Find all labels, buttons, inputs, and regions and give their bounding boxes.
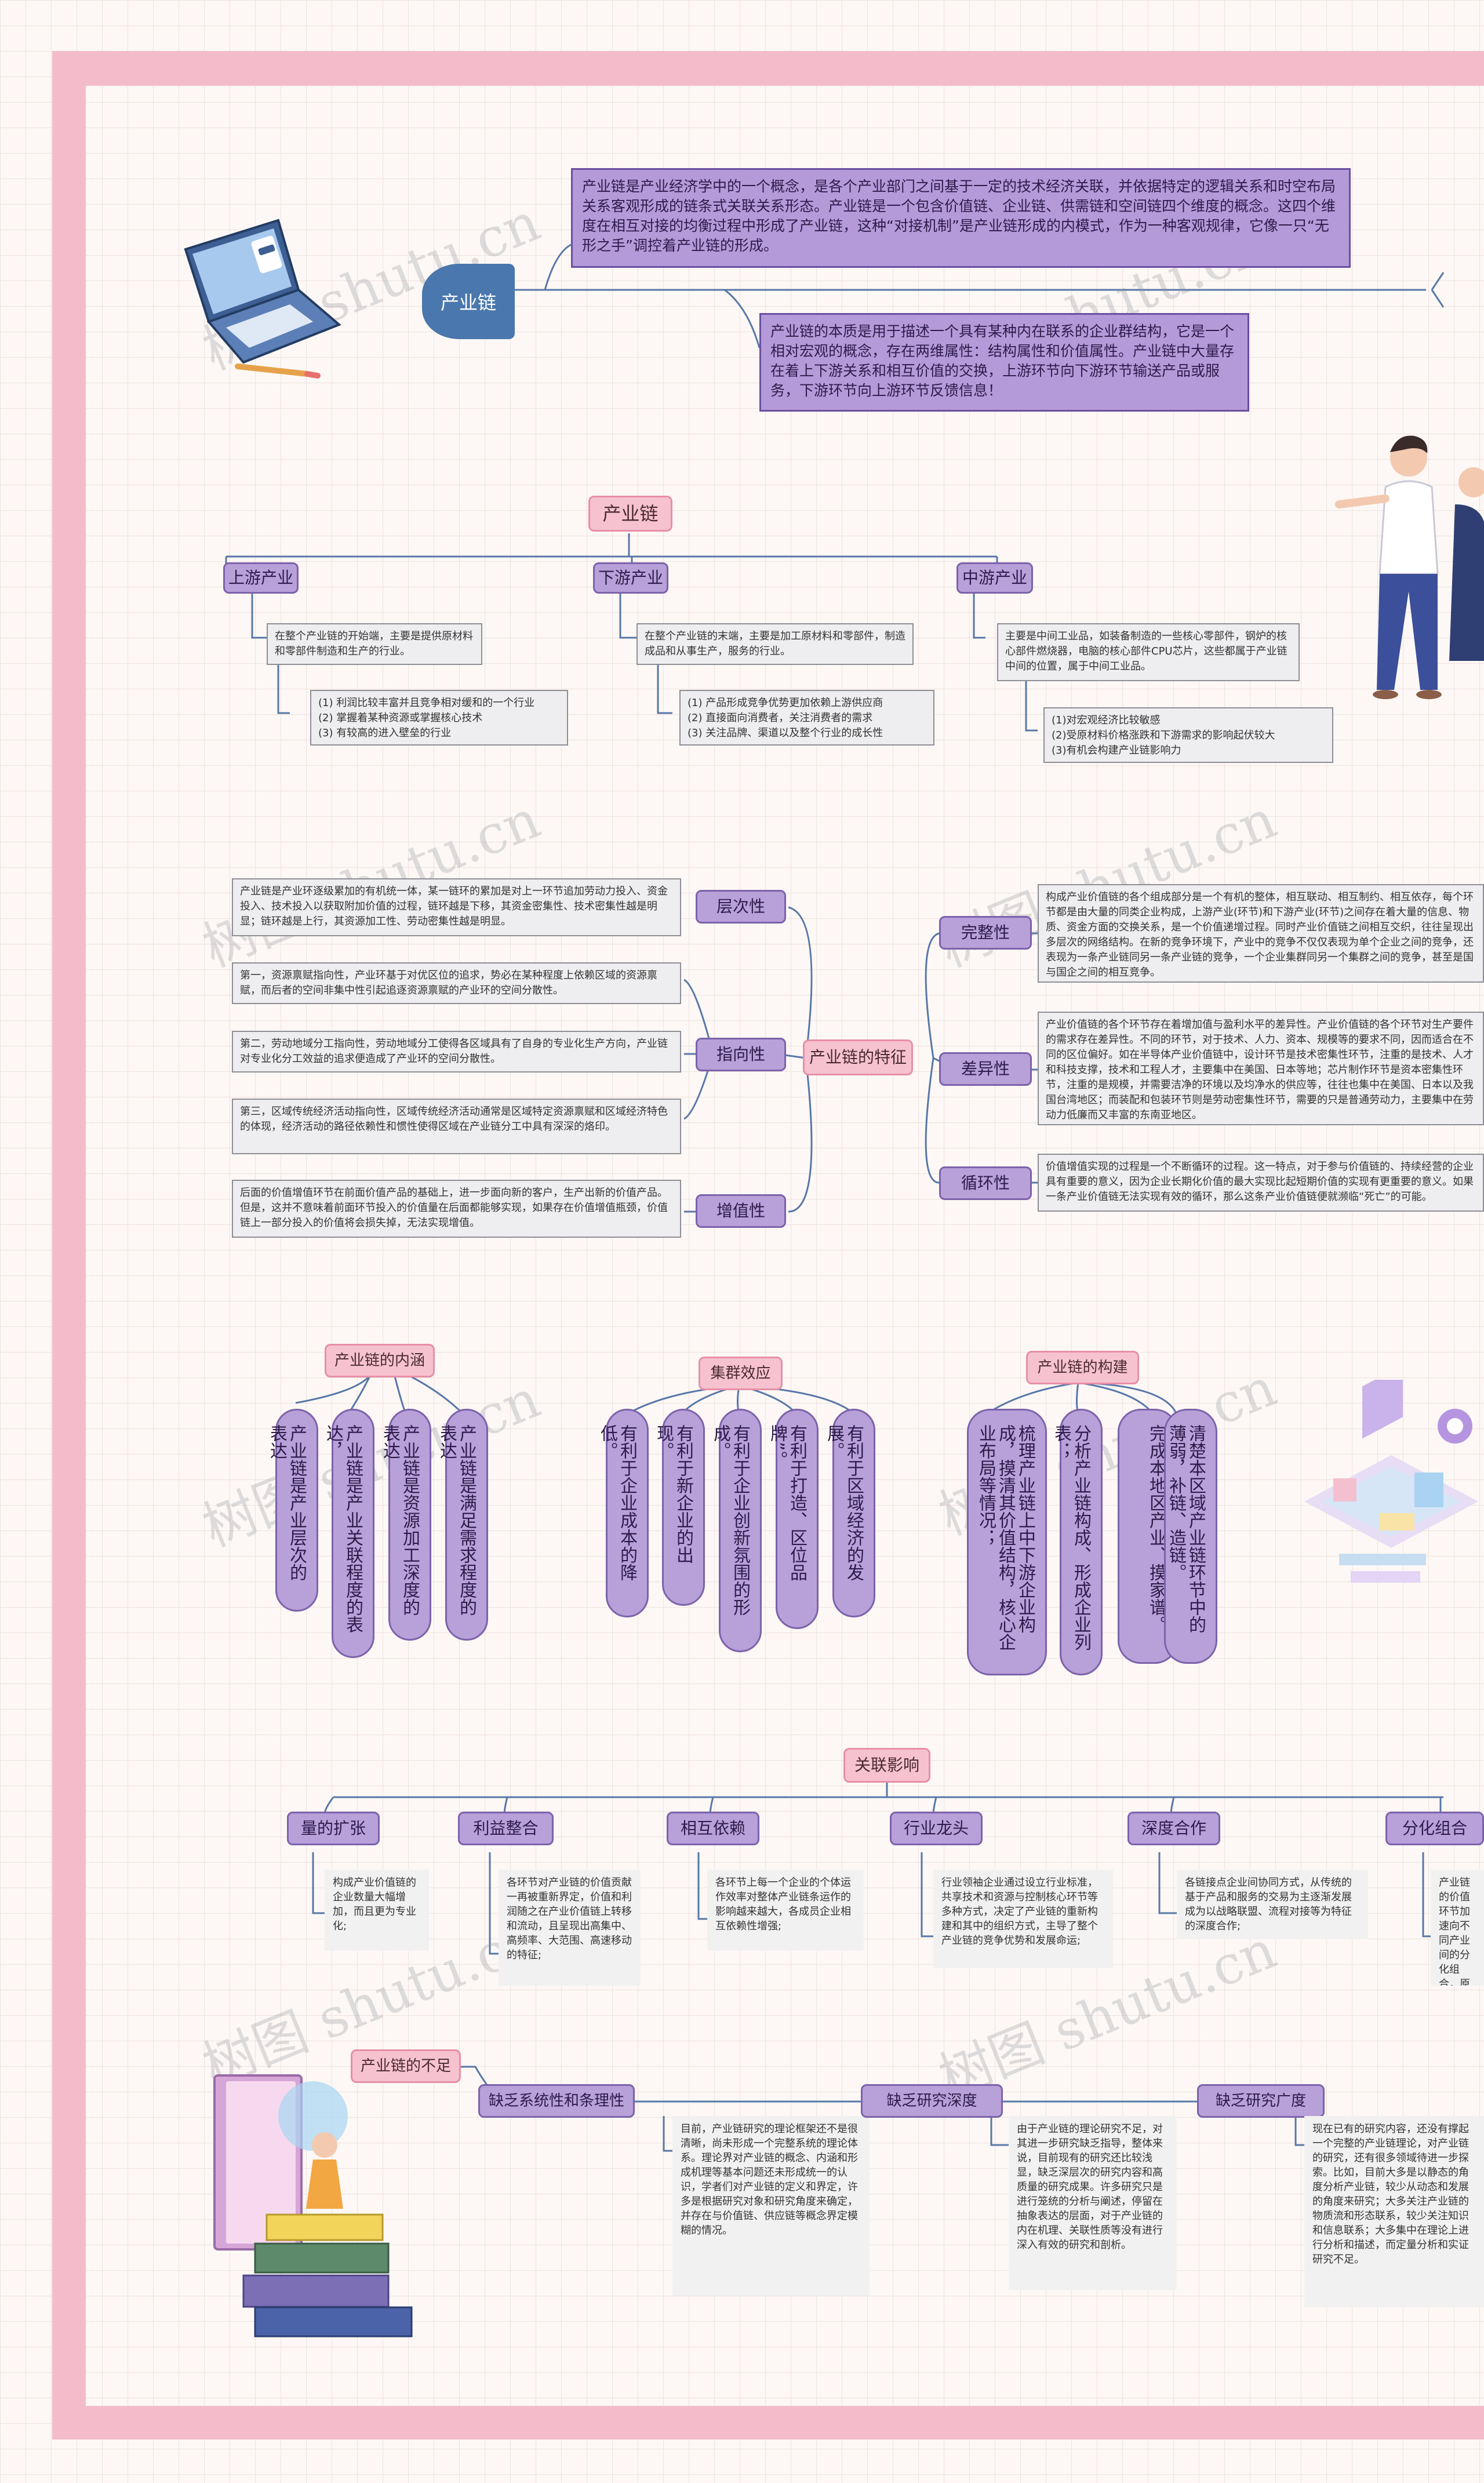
connotation-item-1: 产业链是产业层次的表达 [267,1409,318,1612]
construction-item-2: 分析产业链构成、形成企业列表； [1051,1409,1103,1675]
downstream-desc: 在整个产业链的末端，主要是加工原材料和零部件，制造成品和从事生产，服务的行业。 [636,623,914,665]
connotation-item-4: 产业链是满足需求程度的表达 [437,1409,488,1641]
feature-directivity: 指向性 [696,1038,786,1071]
cluster-item-1: 有利于企业成本的降低。 [597,1409,649,1617]
directivity-note-1: 第一，资源禀赋指向性，产业环基于对优区位的追求，势必在某种程度上依赖区域的资源禀… [232,962,681,1004]
isometric-dashboard-illustration [1304,1380,1478,1583]
shortcoming-breadth: 缺乏研究广度 [1197,2084,1325,2118]
section4-title: 关联影响 [843,1748,930,1783]
midstream-desc: 主要是中间工业品，如装备制造的一些核心零部件，钢炉的核心部件燃烧器，电脑的核心部… [997,623,1300,681]
impact-industry-leader: 行业龙头 [890,1812,983,1845]
page-frame-bottom [52,2406,1484,2440]
construction-item-4: 清楚本区域产业链环节中的薄弱，补链、造链。 [1164,1409,1217,1664]
cluster-item-3: 有利于企业创新氛围的形成。 [710,1409,762,1652]
impact-deep-cooperation: 深度合作 [1127,1812,1220,1845]
impact-differentiation: 分化组合 [1385,1812,1484,1845]
section5-title: 产业链的不足 [351,2049,461,2083]
branch-downstream: 下游产业 [593,562,668,594]
cluster-item-2: 有利于新企业的出现。 [653,1409,705,1606]
connotation-item-2: 产业链是产业关联程度的表达， [323,1409,374,1658]
upstream-desc: 在整个产业链的开始端，主要是提供原材料和零部件制造和生产的行业。 [267,623,482,665]
feature-value-add: 增值性 [696,1194,786,1228]
feature-difference: 差异性 [939,1052,1032,1086]
directivity-note-3: 第三，区域传统经济活动指向性，区域传统经济活动通常是区域特定资源禀赋和区域经济特… [232,1099,681,1154]
branch-midstream: 中游产业 [956,562,1033,594]
laptop-illustration [184,219,341,379]
business-people-illustration [1335,435,1484,699]
impact-interdependence-note: 各环节上每一个企业的个体运作效率对整体产业链条运作的影响越来越大，各成员企业相互… [707,1870,864,1951]
feature-integrity: 完整性 [939,916,1032,950]
upstream-points: (1) 利润比较丰富并且竞争相对缓和的一个行业 (2) 掌握着某种资源或掌握核心… [310,690,568,746]
branch-upstream: 上游产业 [223,562,299,594]
group-cluster-title: 集群效应 [699,1357,783,1390]
connotation-item-3: 产业链是资源加工深度的表达 [380,1409,431,1641]
section2-center: 产业链的特征 [803,1039,913,1075]
integrity-note: 构成产业价值链的各个组成部分是一个有机的整体，相互联动、相互制约、相互依存，每个… [1038,884,1484,983]
downstream-points: (1) 产品形成竞争优势更加依赖上游供应商 (2) 直接面向消费者，关注消费者的… [679,690,934,746]
value-add-note: 后面的价值增值环节在前面价值产品的基础上，进一步面向新的客户，生产出新的价值产品… [232,1180,681,1238]
shortcoming-depth-note: 由于产业链的理论研究不足，对其进一步研究缺乏指导，整体来说，目前现有的研究还比较… [1009,2116,1177,2290]
cluster-item-5: 有利于区域经济的发展。 [824,1409,875,1617]
construction-item-1: 梳理产业链上中下游企业构成，摸清其价值结构，核心企业布局等情况； [967,1409,1047,1675]
shortcoming-breadth-note: 现在已有的研究内容，还没有撑起一个完整的产业链理论，对产业链的研究，还有很多领域… [1304,2116,1484,2307]
cluster-item-4: 有利于打造、区位品牌”。 [767,1409,819,1629]
difference-note: 产业价值链的各个环节存在着增加值与盈利水平的差异性。产业价值链的各个环节对生产要… [1038,1012,1484,1125]
directivity-note-2: 第二，劳动地域分工指向性，劳动地域分工使得各区域具有了自身的专业化生产方向，产业… [232,1031,681,1073]
impact-interdependence: 相互依赖 [667,1812,759,1845]
shortcoming-systematic-note: 目前，产业链研究的理论框架还不是很清晰，尚未形成一个完整系统的理论体系。理论界对… [672,2116,870,2296]
page-frame-left [52,51,86,2440]
feature-hierarchy: 层次性 [696,890,786,924]
hierarchy-note: 产业链是产业环逐级累加的有机统一体，某一链环的累加是对上一环节追加劳动力投入、资… [232,878,681,936]
impact-deep-cooperation-note: 各链接点企业间协同方式，从传统的基于产品和服务的交易为主逐渐发展成为以战略联盟、… [1177,1870,1368,1939]
cyclicity-note: 价值增值实现的过程是一个不断循环的过程。这一特点，对于参与价值链的、持续经营的企… [1038,1154,1484,1212]
impact-industry-leader-note: 行业领袖企业通过设立行业标准，共享技术和资源与控制核心环节等多种方式，决定了产业… [933,1870,1113,1968]
group-connotation-title: 产业链的内涵 [325,1344,435,1377]
impact-differentiation-note: 产业链的价值环节加速向不同产业间的分化组合，原来看似相互割裂的不同产业间，在某些… [1431,1870,1484,1986]
impact-integration: 利益整合 [458,1812,554,1845]
books-and-girl-illustration [213,2074,413,2337]
impact-expansion-note: 构成产业价值链的企业数量大幅增加，而且更为专业化; [325,1870,429,1951]
group-construction-title: 产业链的构建 [1026,1351,1139,1384]
impact-expansion: 量的扩张 [287,1812,380,1845]
midstream-points: (1)对宏观经济比较敏感 (2)受原材料价格涨跌和下游需求的影响起伏较大 (3)… [1043,707,1333,763]
section1-title: 产业链 [588,496,672,532]
feature-cyclicity: 循环性 [939,1166,1032,1200]
shortcoming-systematic: 缺乏系统性和条理性 [478,2084,635,2118]
impact-integration-note: 各环节对产业链的价值贡献一再被重新界定，价值和利润随之在产业价值链上转移和流动，… [499,1870,641,1986]
root-node: 产业链 [422,264,515,339]
root-description-1: 产业链是产业经济学中的一个概念，是各个产业部门之间基于一定的技术经济关联，并依据… [571,168,1351,268]
root-description-2: 产业链的本质是用于描述一个具有某种内在联系的企业群结构，它是一个相对宏观的概念，… [759,313,1249,412]
page-frame-top [52,51,1484,86]
shortcoming-depth: 缺乏研究深度 [861,2084,1003,2118]
